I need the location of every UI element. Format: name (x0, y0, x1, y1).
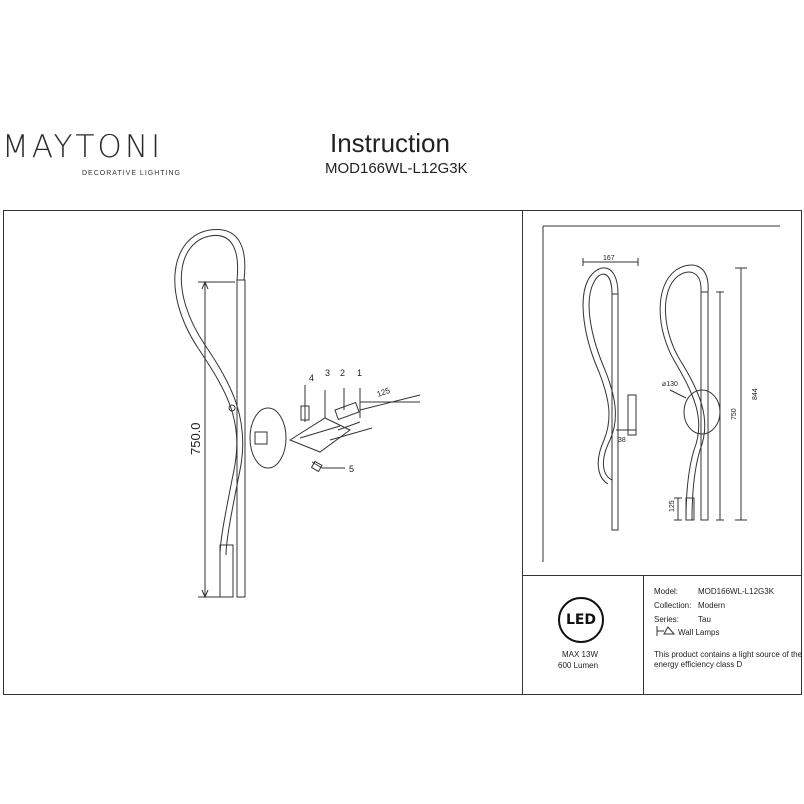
part-number-3: 3 (325, 368, 330, 378)
type-value: Wall Lamps (678, 628, 720, 637)
series-value: Tau (698, 615, 711, 624)
brand-logo: MAYTONI DECORATIVE LIGHTING (2, 129, 182, 177)
height-dim: 750 (731, 408, 738, 420)
wall-lamp-symbol (656, 626, 676, 636)
series-label: Series: (654, 615, 679, 624)
collection-label: Collection: (654, 601, 692, 610)
collection-value: Modern (698, 601, 726, 610)
led-badge: LED (558, 597, 604, 643)
info-divider (522, 575, 802, 576)
model-heading: MOD166WL-L12G3K (325, 160, 468, 177)
bottom-dim: 125 (669, 500, 676, 512)
depth-dim: 38 (618, 437, 626, 444)
part-number-2: 2 (340, 368, 345, 378)
model-value: MOD166WL-L12G3K (698, 587, 775, 596)
left-lamp-outline (174, 229, 287, 598)
badge-divider (643, 575, 644, 695)
left-dimension-line (198, 280, 235, 599)
total-dim: 844 (752, 388, 759, 400)
page-title: Instruction (330, 128, 450, 158)
frame-divider (522, 210, 523, 695)
energy-line-2: energy efficiency class D (654, 660, 743, 669)
part-dim: 125 (376, 386, 392, 399)
diameter-dim: ⌀130 (662, 381, 678, 388)
drawing-frame (3, 210, 802, 695)
front-view (659, 264, 747, 521)
energy-line-1: This product contains a light source of … (654, 650, 803, 659)
side-view (582, 258, 639, 531)
left-height-dim: 750.0 (188, 422, 203, 455)
exploded-parts (228, 385, 421, 473)
power-text: MAX 13W (562, 650, 599, 659)
led-label: LED (565, 612, 597, 628)
part-number-1: 1 (357, 368, 362, 378)
model-label: Model: (654, 587, 679, 596)
lumen-text: 600 Lumen (558, 661, 599, 670)
part-number-4: 4 (309, 373, 314, 383)
brand-name: MAYTONI (2, 129, 164, 165)
part-number-5: 5 (349, 464, 354, 474)
brand-tagline: DECORATIVE LIGHTING (82, 170, 181, 177)
width-dim: 167 (603, 255, 615, 262)
